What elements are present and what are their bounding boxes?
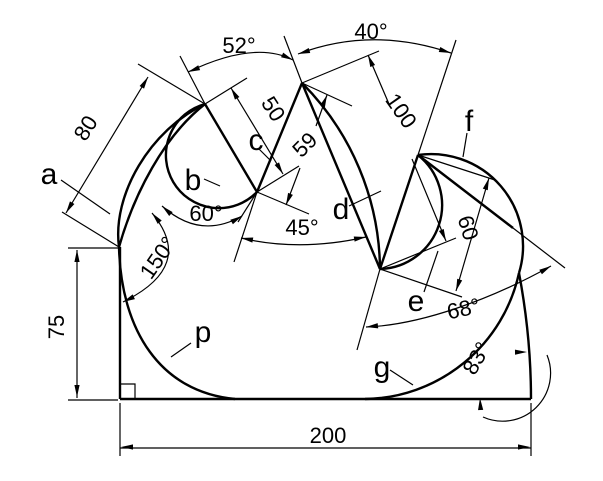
- angle-83: 83°: [457, 338, 495, 379]
- right-angle-mark: [121, 383, 136, 399]
- dimline-60: [455, 177, 490, 292]
- dimline-50: [230, 87, 284, 175]
- leader-d: [348, 190, 382, 207]
- label-p: p: [195, 316, 212, 349]
- ext-59-d: [301, 82, 353, 107]
- arc-dim-40: [297, 39, 452, 55]
- profile-outline: [116, 82, 533, 401]
- leg-68-e: [356, 268, 381, 351]
- leader-e: [423, 250, 439, 293]
- leader-c: [258, 148, 272, 162]
- label-d: d: [333, 193, 350, 226]
- leader-p: [170, 342, 192, 358]
- leg-60-c: [237, 191, 258, 223]
- label-c: c: [249, 124, 264, 157]
- arc-d: [301, 82, 382, 270]
- arc-dim-150: [122, 212, 169, 303]
- ext-59-c: [256, 191, 310, 215]
- dim-59: 59: [287, 127, 322, 162]
- ext-100-d: [301, 50, 380, 84]
- arc-g: [364, 272, 521, 401]
- leader-a: [60, 179, 111, 215]
- right-edge: [517, 272, 533, 400]
- chord-b: [203, 103, 259, 193]
- leader-b: [203, 178, 221, 187]
- ext-50-b: [204, 77, 248, 105]
- ext-60-e: [379, 268, 463, 298]
- ext-50-c: [256, 165, 300, 193]
- arc-f: [417, 152, 525, 274]
- leader-g: [389, 369, 414, 386]
- dim-100: 100: [380, 88, 422, 132]
- dimline-100: [367, 54, 447, 242]
- dim-60: 60: [453, 212, 484, 243]
- ext-80-a: [61, 211, 120, 248]
- ext-60-f: [417, 154, 496, 181]
- leg-52-b: [179, 55, 206, 105]
- label-a: a: [41, 158, 58, 191]
- arc-p: [117, 246, 236, 401]
- angle-150: 150°: [135, 232, 182, 284]
- leg-40-ef-extension: [417, 39, 457, 156]
- dimline-80: [65, 76, 149, 214]
- leader-f: [462, 132, 468, 158]
- angle-52: 52°: [222, 33, 255, 58]
- leg-45-c: [233, 191, 258, 263]
- chord-d: [300, 82, 382, 270]
- label-g: g: [374, 351, 391, 384]
- angle-60: 60°: [189, 201, 222, 226]
- arc-dim-45: [240, 236, 367, 246]
- ext-80-b: [137, 63, 206, 105]
- label-b: b: [185, 164, 202, 197]
- chord-e: [378, 154, 420, 270]
- chord-f: [417, 154, 514, 229]
- angle-68: 68°: [445, 293, 483, 324]
- dimension-lines: [60, 35, 566, 456]
- arrowheads: [63, 47, 553, 450]
- arc-a-inner: [117, 103, 206, 248]
- angle-45: 45°: [285, 215, 318, 240]
- line-c: [255, 82, 304, 193]
- curve-labels: a b c d e f g p: [41, 105, 474, 384]
- arc-dim-83: [482, 354, 552, 422]
- leg-68-right: [512, 227, 566, 269]
- angle-40: 40°: [354, 19, 387, 44]
- label-e: e: [408, 285, 425, 318]
- label-f: f: [465, 105, 474, 138]
- dim-80: 80: [69, 111, 103, 145]
- arc-b: [164, 102, 258, 210]
- dim-75: 75: [44, 315, 69, 339]
- dim-200: 200: [310, 423, 347, 448]
- arc-e: [379, 154, 444, 271]
- arc-dim-68: [365, 265, 552, 328]
- ext-100-e: [379, 237, 457, 270]
